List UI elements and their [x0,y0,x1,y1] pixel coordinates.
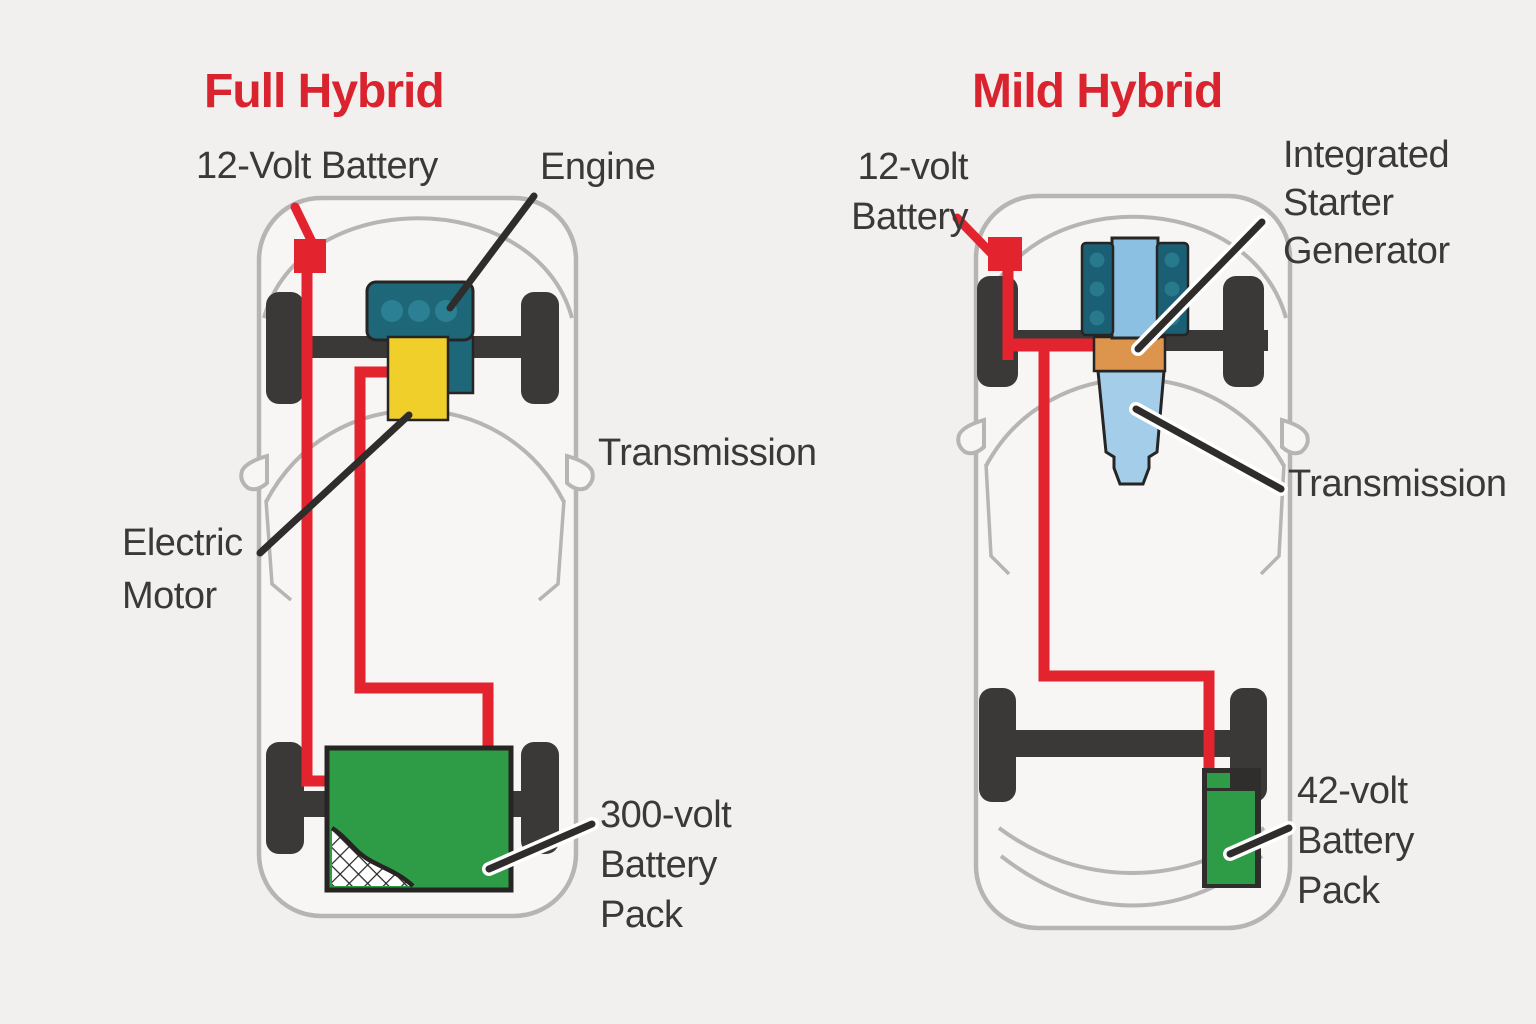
label-transmission-left: Transmission [598,432,817,474]
cutaway-edge [330,826,415,888]
front-right-wheel [1223,276,1264,387]
label-transmission-right: Transmission [1288,463,1507,505]
transmission-pointer [1132,405,1285,493]
label-300-volt-battery-pack: 300-volt Battery Pack [600,794,732,936]
engine-center-column [1110,236,1160,340]
rear-axle [1004,730,1236,757]
battery-12v-pointer [952,213,996,258]
engine-left-bank [1080,241,1115,337]
engine-cylinder [408,300,430,322]
label-12-volt-battery-right: 12-volt Battery [851,146,968,238]
rear-right-wheel [521,742,559,854]
engine-cylinder [1089,252,1105,268]
wire-12v-to-battery-pack [301,268,330,787]
wire-motor-to-battery-pack [354,366,494,752]
battery-pack-pointer [485,820,596,873]
engine-cylinder [381,300,403,322]
right-mirror [565,453,595,492]
hood-line [262,216,574,319]
battery-12v-block [988,237,1022,271]
electric-motor-block [386,335,450,422]
label-engine: Engine [540,146,656,188]
front-left-wheel [266,292,304,404]
battery-12v-block [294,239,326,273]
full-hybrid-car [239,192,599,919]
left-mirror [239,453,269,492]
battery-pack-pointer [1226,824,1293,858]
isg-pointer [1134,218,1266,353]
battery-pack-42v [1202,768,1261,888]
battery-pack-300v [324,745,514,893]
label-12-volt-battery-left: 12-Volt Battery [196,145,438,187]
engine-block [365,280,475,342]
wire-to-battery-pack [1038,350,1215,772]
left-mirror [956,417,986,456]
label-electric-motor: Electric Motor [122,522,243,617]
engine-cylinder [1089,310,1105,326]
battery-12v-pointer [290,202,317,247]
transmission-block [445,335,475,395]
engine-pointer [446,192,538,312]
engine-cylinder [1164,252,1180,268]
pillar-lines [264,499,566,602]
right-mirror [1280,417,1310,456]
mild-hybrid-title: Mild Hybrid [972,65,1223,118]
mild-hybrid-car [952,193,1310,931]
front-right-wheel [521,292,559,404]
label-42-volt-battery-pack: 42-volt Battery Pack [1297,770,1414,912]
full-hybrid-title: Full Hybrid [204,65,445,118]
label-integrated-starter-generator: Integrated Starter Generator [1283,134,1450,272]
engine-cylinder [1164,281,1180,297]
electric-motor-pointer [256,411,413,557]
engine-cylinder [1089,281,1105,297]
rear-left-wheel [266,742,304,854]
car-body-outline [256,195,579,919]
isg-block [1092,335,1167,373]
rear-left-wheel [979,688,1016,802]
